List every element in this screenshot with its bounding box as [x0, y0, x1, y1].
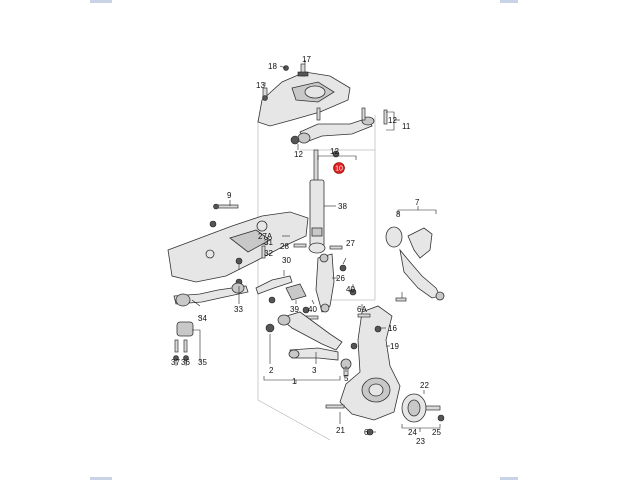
edge-mark — [90, 0, 112, 3]
callout-34: 34 — [198, 314, 207, 323]
callout-11: 11 — [402, 122, 411, 131]
coupling-rod — [315, 253, 335, 313]
callout-7: 7 — [415, 198, 420, 207]
stabilizer-bar — [173, 282, 249, 307]
callout-16: 16 — [388, 324, 397, 333]
callout-31: 31 — [264, 238, 273, 247]
callout-30: 30 — [282, 256, 291, 265]
callout-21: 21 — [336, 426, 345, 435]
right-arm-bolt — [395, 297, 407, 302]
callout-26: 26 — [336, 274, 345, 283]
callout-28: 28 — [280, 242, 289, 251]
shock-absorber — [308, 149, 326, 254]
callout-10: 10 — [335, 166, 343, 173]
callout-32: 32 — [264, 249, 273, 258]
callout-9: 9 — [227, 191, 232, 200]
callout-38: 38 — [338, 202, 347, 211]
callout-36: 36 — [181, 358, 190, 367]
leader-lines — [175, 60, 441, 433]
callout-24: 24 — [408, 428, 417, 437]
lower-control-arm-front — [277, 311, 343, 351]
link-30 — [255, 275, 293, 295]
callout-35: 35 — [198, 358, 207, 367]
callout-39: 39 — [290, 305, 299, 314]
wheel-bearing-housing — [339, 305, 401, 421]
callout-5: 5 — [344, 374, 349, 383]
edge-mark — [90, 477, 112, 480]
callout-19: 19 — [390, 342, 399, 351]
subframe-bolt-9 — [213, 203, 239, 210]
callout-1: 1 — [292, 377, 297, 386]
callout-40-lower: 40 — [308, 305, 317, 314]
callout-8: 8 — [396, 210, 401, 219]
callout-13: 13 — [256, 81, 265, 90]
upper-control-arm — [297, 116, 375, 144]
wheel-hub — [401, 393, 445, 423]
upper-arm-bolts — [290, 107, 388, 158]
callout-27A: 27A — [258, 232, 273, 241]
callout-labels: 17 18 13 12 11 12 12 38 9 31 27A 28 32 2… — [171, 55, 441, 446]
knuckle-bolts — [325, 313, 382, 436]
edge-mark — [500, 0, 518, 3]
lower-control-arm-rear — [288, 347, 339, 361]
callout-27: 27 — [346, 239, 355, 248]
callout-18: 18 — [268, 62, 277, 71]
callout-23: 23 — [416, 437, 425, 446]
callout-6A: 6A — [357, 305, 367, 314]
callout-37: 37 — [171, 358, 180, 367]
callout-12-left: 12 — [294, 150, 303, 159]
callout-17: 17 — [302, 55, 311, 64]
callout-12-upper: 12 — [388, 116, 397, 125]
subframe — [167, 211, 309, 283]
stabilizer-bushing — [176, 321, 194, 337]
right-control-arm — [385, 226, 445, 301]
callout-25: 25 — [432, 428, 441, 437]
highlighted-part-marker: 10 — [333, 162, 345, 174]
callout-3: 3 — [312, 366, 317, 375]
misc-bolts — [261, 243, 357, 333]
callout-22: 22 — [420, 381, 429, 390]
top-mount-bolt — [297, 63, 309, 77]
edge-mark — [500, 477, 518, 480]
bracket-bolt-13 — [262, 87, 268, 101]
bracket-39 — [285, 283, 307, 301]
strut-top-mount — [257, 71, 351, 127]
callout-12-center: 12 — [330, 147, 339, 156]
callout-6: 6 — [364, 428, 369, 437]
callout-40: 40 — [346, 285, 355, 294]
callout-2: 2 — [269, 366, 274, 375]
callout-33: 33 — [234, 305, 243, 314]
